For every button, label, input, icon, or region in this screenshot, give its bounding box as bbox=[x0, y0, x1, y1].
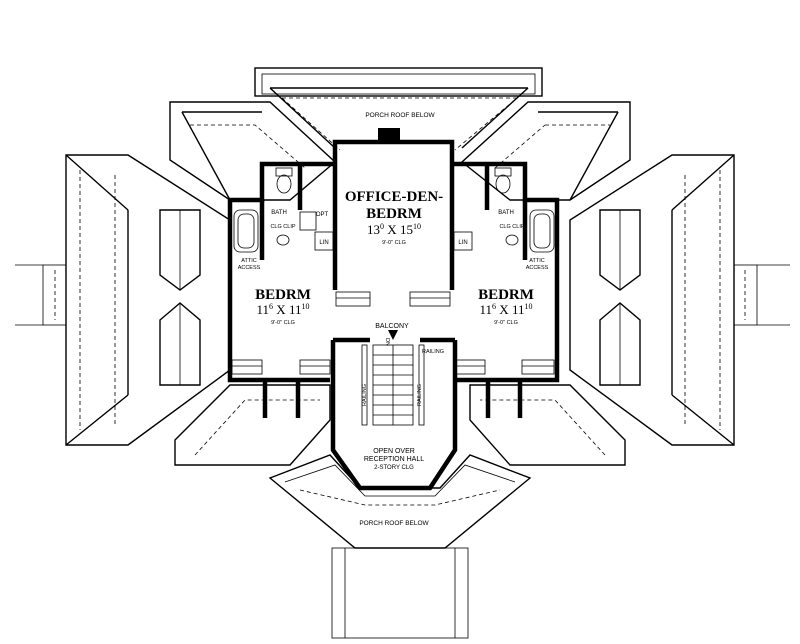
open-over-line3: 2-STORY CLG bbox=[374, 465, 414, 471]
porch-roof-bottom-label: PORCH ROOF BELOW bbox=[359, 520, 429, 527]
railing-top-right-label: RAILING bbox=[422, 349, 444, 355]
office-ceiling: 9'-0" CLG bbox=[382, 240, 406, 246]
bath-right-label: BATH bbox=[498, 210, 514, 216]
attic-left-line1: ATTIC bbox=[241, 258, 257, 264]
stair bbox=[361, 330, 425, 426]
bedrm-left-ceiling: 9'-0" CLG bbox=[271, 320, 295, 326]
fixtures bbox=[231, 167, 555, 426]
bedrm-right-dimensions: 116 X 1110 bbox=[480, 302, 533, 317]
balcony-label: BALCONY bbox=[375, 323, 409, 330]
clg-clip-right-label: CLG CLIP bbox=[499, 224, 524, 230]
bedrm-right-name: BEDRM bbox=[478, 287, 534, 303]
lin-right-label: LIN bbox=[458, 240, 467, 246]
opt-label: OPT bbox=[316, 212, 329, 218]
attic-right-line2: ACCESS bbox=[526, 265, 549, 271]
closet-rods bbox=[231, 291, 555, 375]
open-over-line1: OPEN OVER bbox=[373, 448, 415, 455]
attic-left-line2: ACCESS bbox=[238, 265, 261, 271]
roof-outline bbox=[15, 67, 790, 639]
office-dimensions: 130 X 1510 bbox=[367, 222, 421, 237]
attic-right-line1: ATTIC bbox=[529, 258, 545, 264]
bedrm-right-ceiling: 9'-0" CLG bbox=[494, 320, 518, 326]
office-name-line1: OFFICE-DEN- bbox=[345, 189, 443, 205]
walls bbox=[227, 128, 560, 491]
dn-label: DN bbox=[384, 338, 390, 346]
open-over-line2: RECEPTION HALL bbox=[364, 456, 424, 463]
room-labels: PORCH ROOF BELOW OFFICE-DEN- BEDRM 130 X… bbox=[238, 112, 549, 527]
porch-roof-top-label: PORCH ROOF BELOW bbox=[365, 112, 435, 119]
railing-right-label: RAILING bbox=[417, 384, 423, 406]
lin-left-label: LIN bbox=[319, 240, 328, 246]
office-name-line2: BEDRM bbox=[366, 206, 422, 222]
clg-clip-left-label: CLG CLIP bbox=[270, 224, 295, 230]
bedrm-left-name: BEDRM bbox=[255, 287, 311, 303]
bath-left-label: BATH bbox=[271, 210, 287, 216]
bedrm-left-dimensions: 116 X 1110 bbox=[257, 302, 310, 317]
railing-left-label: RAILING bbox=[362, 384, 368, 406]
